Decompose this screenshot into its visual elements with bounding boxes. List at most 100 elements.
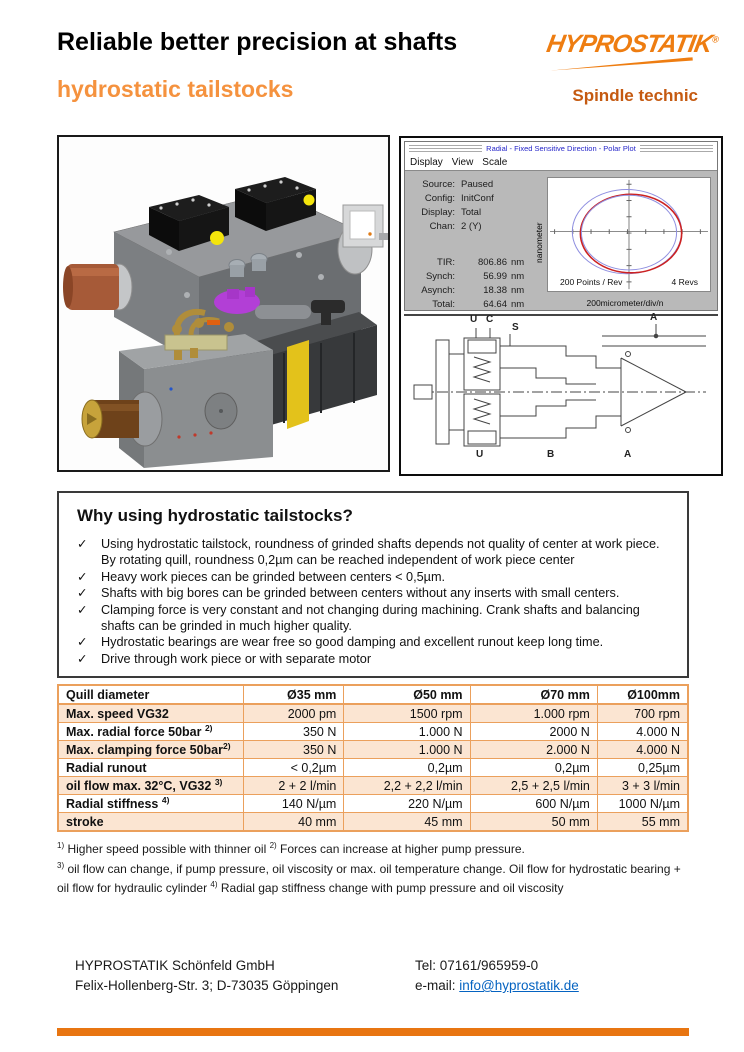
diagram-label-c-top: C — [486, 314, 494, 325]
benefit-text: Clamping force is very constant and not … — [101, 602, 640, 634]
benefit-text: Shafts with big bores can be grinded bet… — [101, 586, 620, 601]
check-icon: ✓ — [77, 569, 88, 584]
footnote-line-1: 1) Higher speed possible with thinner oi… — [57, 841, 525, 856]
diagram-label-b-bottom: B — [547, 449, 555, 460]
reading-value: 18.38 — [483, 285, 507, 296]
info-label: Source: — [422, 179, 455, 190]
table-row: Max. speed VG32 2000 pm 1500 rpm 1.000 r… — [57, 703, 689, 723]
cell-value: 3 + 3 l/min — [596, 776, 689, 795]
schematic-drawing — [413, 324, 706, 447]
benefits-box: Why using hydrostatic tailstocks? ✓Using… — [57, 491, 689, 678]
tailstock-product-image — [57, 135, 390, 472]
cell-value: 0,2µm — [469, 758, 598, 777]
benefit-item: ✓ Hydrostatic bearings are wear free so g… — [77, 634, 677, 650]
info-value: InitConf — [461, 193, 494, 204]
polar-plot-window: Radial - Fixed Sensitive Direction - Pol… — [404, 141, 718, 324]
revs-label: 4 Revs — [671, 277, 698, 287]
check-icon: ✓ — [77, 586, 88, 601]
window-body: Source:Paused Config:InitConf Display:To… — [405, 171, 717, 324]
measurement-panel: Radial - Fixed Sensitive Direction - Pol… — [399, 136, 723, 476]
benefit-text: Drive through work piece or with separat… — [101, 651, 372, 666]
cell-value: 700 rpm — [596, 703, 689, 723]
points-per-rev-label: 200 Points / Rev — [560, 277, 623, 287]
cell-value: 2000 pm — [243, 703, 345, 723]
window-title: Radial - Fixed Sensitive Direction - Pol… — [486, 144, 636, 153]
company-block: HYPROSTATIK Schönfeld GmbH Felix-Hollenb… — [75, 956, 338, 996]
diagram-label-s-top: S — [512, 322, 519, 333]
table-row: Max. radial force 50bar 2) 350 N 1.000 N… — [57, 722, 689, 741]
table-row: Radial runout < 0,2µm 0,2µm 0,2µm 0,25µm — [57, 758, 689, 777]
row-label: Radial stiffness 4) — [57, 794, 245, 813]
row-label: Radial runout — [57, 758, 245, 777]
table-row: Max. clamping force 50bar2) 350 N 1.000 … — [57, 740, 689, 759]
cell-value: 40 mm — [243, 812, 345, 832]
info-label: Config: — [424, 193, 455, 204]
reading-unit: nm — [511, 285, 525, 296]
cell-value: 0,25µm — [596, 758, 689, 777]
info-value: Total — [461, 207, 482, 218]
diagram-label-u-bottom: U — [476, 449, 484, 460]
logo-tagline: Spindle technic — [572, 86, 698, 105]
benefit-item: ✓ Heavy work pieces can be grinded betwee… — [77, 569, 677, 585]
menu-display: Display — [410, 157, 443, 168]
polar-plot-canvas — [550, 179, 708, 290]
email-line: e-mail: info@hyprostatik.de — [415, 976, 579, 996]
tailstock-schematic: U C S A U B A — [404, 312, 718, 467]
cell-value: 350 N — [243, 740, 345, 759]
lower-tailstock — [81, 287, 377, 468]
reading-unit: nm — [511, 271, 525, 282]
info-value: Paused — [461, 179, 494, 190]
reading-label: Total: — [432, 299, 455, 310]
email-link[interactable]: info@hyprostatik.de — [459, 978, 579, 993]
table-header-row: Quill diameter Ø35 mm Ø50 mm Ø70 mm Ø100… — [57, 684, 689, 705]
titlebar-grooves-right — [639, 145, 713, 152]
reading-value: 64.64 — [483, 299, 507, 310]
contact-block: Tel: 07161/965959-0 e-mail: info@hyprost… — [415, 956, 579, 996]
diagram-label-u-top: U — [470, 314, 478, 325]
check-icon: ✓ — [77, 651, 88, 666]
cell-value: 600 N/µm — [469, 794, 598, 813]
logo-wordmark: HYPROSTATIK® — [544, 30, 719, 59]
cell-value: 45 mm — [343, 812, 471, 832]
polar-plot-area: nanometer 200 Points / Rev 4 Revs 200mic… — [533, 171, 717, 310]
cell-value: 1500 rpm — [343, 703, 471, 723]
col-header-d50: Ø50 mm — [343, 684, 471, 705]
reading-value: 56.99 — [483, 271, 507, 282]
table-row: oil flow max. 32°C, VG32 3) 2 + 2 l/min … — [57, 776, 689, 795]
measurement-info-panel: Source:Paused Config:InitConf Display:To… — [405, 171, 533, 324]
reading-unit: nm — [511, 299, 525, 310]
reading-label: Synch: — [425, 271, 455, 282]
benefit-item: ✓ Shafts with big bores can be grinded be… — [77, 585, 677, 601]
logo-swoosh — [547, 57, 693, 71]
reading-unit: nm — [511, 257, 525, 268]
info-value: 2 (Y) — [461, 221, 482, 232]
page-title: Reliable better precision at shafts — [57, 28, 458, 56]
col-header-quill-diameter: Quill diameter — [57, 684, 245, 705]
plot-y-axis-label: nanometer — [534, 222, 544, 263]
window-titlebar: Radial - Fixed Sensitive Direction - Pol… — [405, 142, 717, 155]
benefits-list: ✓Using hydrostatic tailstock, roundness … — [77, 536, 677, 667]
email-label: e-mail: — [415, 978, 460, 993]
row-label: Max. speed VG32 — [57, 703, 245, 723]
diagram-label-a-top: A — [650, 312, 658, 323]
cell-value: 1.000 N — [343, 722, 471, 741]
check-icon: ✓ — [77, 635, 88, 650]
info-label: Chan: — [429, 221, 455, 232]
row-label: stroke — [57, 812, 245, 832]
tailstock-cad-drawing — [63, 177, 388, 468]
titlebar-grooves-left — [409, 145, 483, 152]
benefit-text: Hydrostatic bearings are wear free so go… — [101, 635, 604, 650]
cell-value: 350 N — [243, 722, 345, 741]
company-name: HYPROSTATIK Schönfeld GmbH — [75, 958, 275, 973]
cell-value: 4.000 N — [596, 740, 689, 759]
benefit-text: Heavy work pieces can be grinded between… — [101, 569, 446, 584]
cell-value: < 0,2µm — [243, 758, 345, 777]
diagram-label-a-bottom: A — [624, 449, 632, 460]
row-label: Max. clamping force 50bar2) — [57, 740, 245, 759]
cell-value: 4.000 N — [596, 722, 689, 741]
table-row: stroke 40 mm 45 mm 50 mm 55 mm — [57, 812, 689, 832]
menu-view: View — [451, 157, 474, 168]
cell-value: 1000 N/µm — [596, 794, 689, 813]
col-header-d100: Ø100mm — [596, 684, 689, 705]
